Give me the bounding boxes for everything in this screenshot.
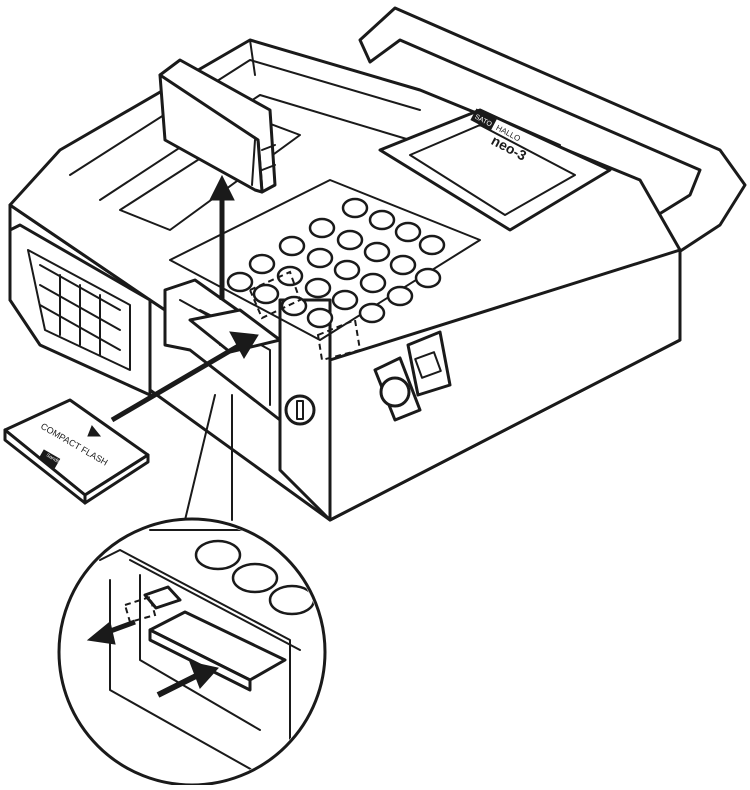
keypad-key	[248, 253, 276, 275]
keypad-keys	[226, 197, 446, 329]
keypad-key	[333, 259, 361, 281]
keypad-key	[226, 271, 254, 293]
label-exit-slot	[8, 223, 152, 397]
hidden-slot-outline	[248, 270, 302, 320]
keypad-key	[363, 241, 391, 263]
keypad-key	[386, 285, 414, 307]
keypad-key	[368, 209, 396, 231]
keypad-key	[418, 234, 446, 256]
arrow-insert-icon	[110, 331, 259, 423]
keypad-key	[306, 307, 334, 329]
arrow-insert-icon-detail	[156, 661, 219, 698]
hidden-slot-outline	[316, 318, 362, 362]
keypad	[169, 179, 481, 341]
keypad-key	[331, 289, 359, 311]
keypad-key	[280, 295, 308, 317]
keypad-key	[394, 221, 422, 243]
keypad-key	[276, 265, 304, 287]
keypad-key	[304, 277, 332, 299]
card-slot	[163, 278, 282, 422]
keypad-key	[306, 247, 334, 269]
slot-cover	[158, 58, 277, 194]
keypad-key	[389, 254, 417, 276]
keypad-key	[359, 272, 387, 294]
display-panel	[378, 108, 612, 232]
triangle-up-icon	[87, 425, 102, 437]
keypad-key	[308, 217, 336, 239]
zoom-leader	[184, 394, 233, 521]
keypad-key	[336, 229, 364, 251]
keypad-key	[278, 235, 306, 257]
arrow-left-icon	[86, 619, 136, 645]
compact-flash-card: COMPACT FLASH Sandisk	[3, 398, 150, 505]
keypad-key	[358, 302, 386, 324]
connector-ports	[284, 330, 452, 426]
keypad-key	[341, 197, 369, 219]
arrow-up-icon	[209, 174, 235, 300]
keypad-key	[414, 267, 442, 289]
detail-magnifier	[57, 517, 327, 787]
keypad-key	[252, 283, 280, 305]
